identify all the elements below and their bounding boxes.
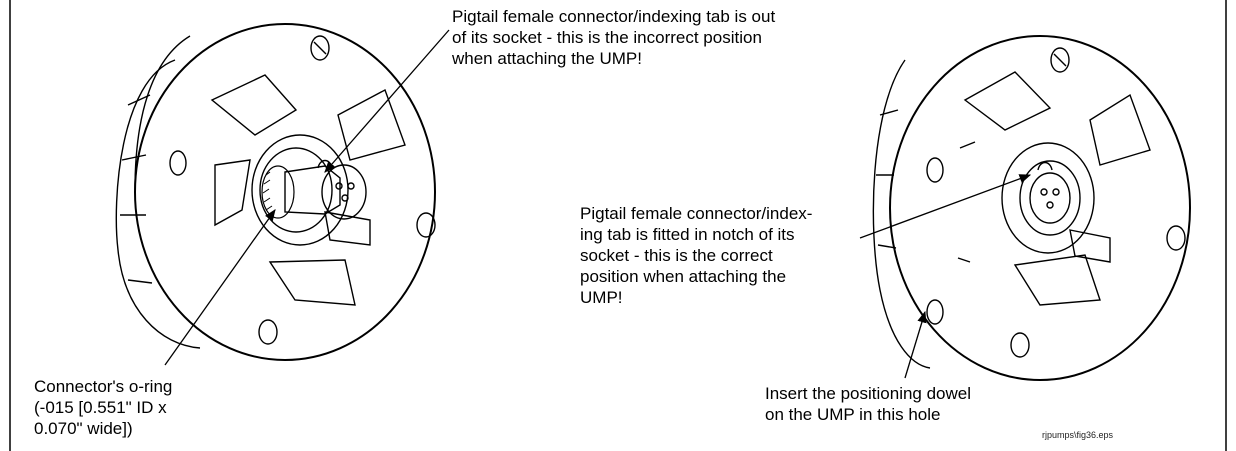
- callout-incorrect-position: Pigtail female connector/indexing tab is…: [452, 7, 776, 68]
- leader-right: [859, 174, 1032, 239]
- figure-file-name: rjpumps\fig36.eps: [1042, 430, 1114, 440]
- callout-positioning-dowel: Insert the positioning dowel on the UMP …: [765, 384, 972, 424]
- leader-dowel: [904, 310, 927, 379]
- right-flange: [872, 35, 1191, 381]
- callout-connector-oring: Connector's o-ring (-015 [0.551" ID x 0.…: [34, 377, 173, 438]
- leader-oring: [164, 209, 276, 366]
- callout-correct-position: Pigtail female connector/index- ing tab …: [580, 204, 813, 307]
- leader-top: [324, 29, 450, 173]
- leader-lines: [164, 29, 1032, 379]
- left-flange: [115, 23, 436, 361]
